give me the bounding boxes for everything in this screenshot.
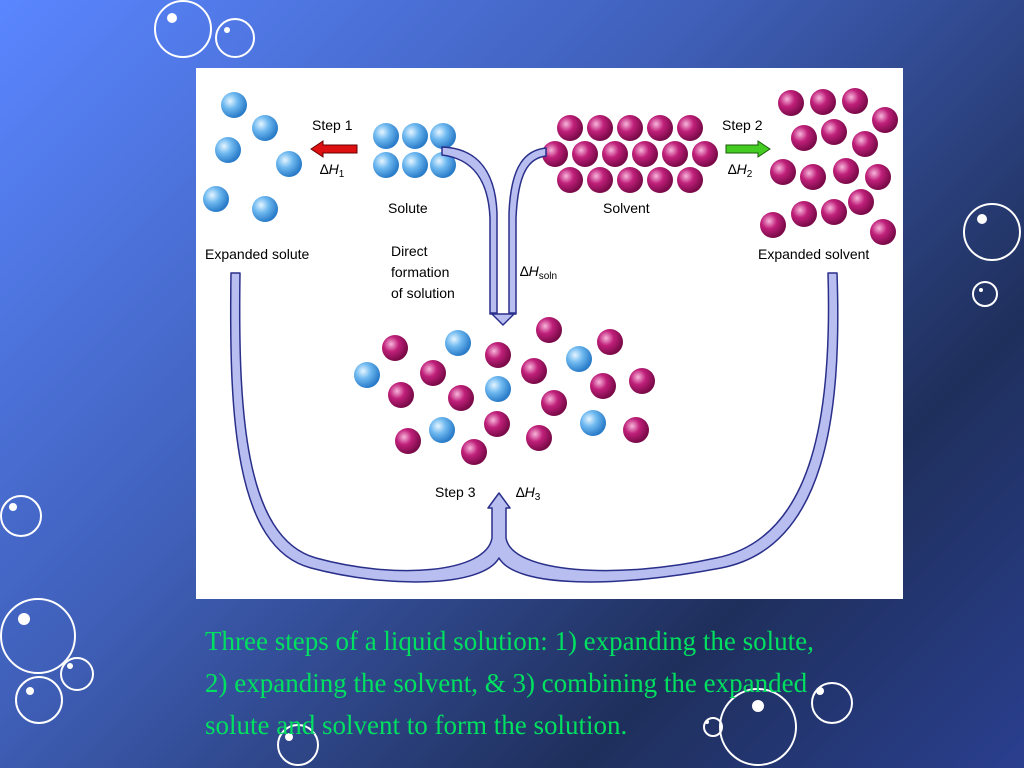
enthalpy-symbol: H [524,484,535,500]
solute-particles [373,123,456,178]
bubble [811,682,853,724]
enthalpy-symbol: H [528,263,539,279]
caption-line: Three steps of a liquid solution: 1) exp… [205,626,814,656]
bubble [719,688,797,766]
bubble [972,281,998,307]
enthalpy-symbol: H [736,161,747,177]
step1-label: Step 1 [312,117,353,133]
bubble [703,717,723,737]
step3-label: Step 3 [435,484,476,500]
direct-formation-label-line1: Direct [391,243,428,259]
solute-label: Solute [388,200,428,216]
delta-h2-label: ∆H2 [728,161,752,180]
direct-formation-label-line3: of solution [391,285,455,301]
direct-formation-label-line2: formation [391,264,450,280]
bubble [0,598,76,674]
bubble [15,676,63,724]
slide-caption: Three steps of a liquid solution: 1) exp… [205,620,1005,746]
solvent-particles [542,115,718,193]
delta-symbol: ∆ [320,161,329,177]
bubble [60,657,94,691]
delta-symbol: ∆ [520,263,529,279]
delta-h1-label: ∆H1 [320,161,344,180]
expanded-solute-particles [203,92,302,222]
expanded-solvent-label: Expanded solvent [758,246,870,262]
bubble [0,495,42,537]
step2-arrow [725,140,771,158]
direct-formation-arrow [441,146,547,326]
caption-line: 2) expanding the solvent, & 3) combining… [205,668,808,698]
step3-arrow [229,272,839,583]
subscript: 3 [534,492,541,503]
bubble [154,0,212,58]
solvent-label: Solvent [603,200,650,216]
subscript: 1 [338,169,345,180]
subscript: 2 [746,169,753,180]
bubble [215,18,255,58]
enthalpy-symbol: H [328,161,339,177]
expanded-solute-label: Expanded solute [205,246,310,262]
step2-label: Step 2 [722,117,763,133]
solution-particles [354,317,655,465]
diagram-panel: Step 1 ∆H1 Step 2 ∆H2 Solute Solvent Exp… [196,68,903,599]
expanded-solvent-particles [760,88,898,245]
delta-symbol: ∆ [516,484,525,500]
delta-symbol: ∆ [728,161,737,177]
subscript: soln [538,271,558,282]
delta-h-soln-label: ∆Hsoln [520,263,557,282]
step1-arrow [310,140,358,158]
caption-line: solute and solvent to form the solution. [205,710,628,740]
delta-h3-label: ∆H3 [516,484,540,503]
bubble [963,203,1021,261]
bubble [277,724,319,766]
diagram-graphics [203,88,898,583]
